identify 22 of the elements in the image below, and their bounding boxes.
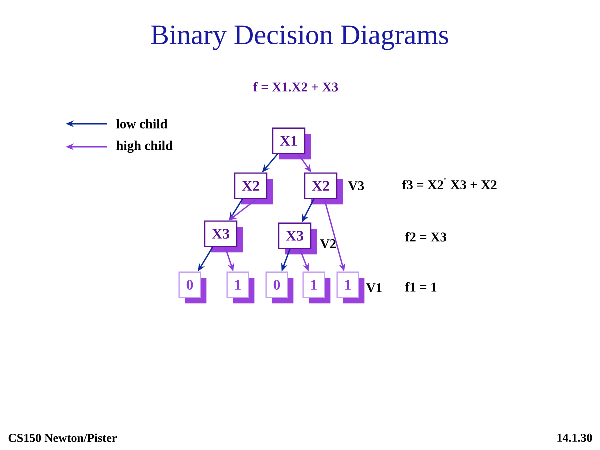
node-label: V2 — [320, 240, 336, 249]
variable-box: X2 — [304, 172, 343, 205]
variable-box: X3 — [204, 220, 243, 253]
variable-box: X3 — [278, 222, 317, 255]
leaf-box: 0 — [266, 272, 294, 304]
leaf-box: 0 — [178, 272, 207, 304]
leaf-box: 1 — [226, 272, 255, 304]
formula-text: f3 = X2$^{'}$ X3 + X2 — [402, 178, 497, 190]
footer-text: CS150 Newton/Pister — [8, 434, 117, 442]
variable-box: X2 — [234, 172, 273, 205]
formula-text: f1 = 1 — [405, 282, 437, 292]
node-label: V3 — [348, 182, 364, 191]
leaf-box: 1 — [302, 272, 331, 304]
page-number: 14.1.30 — [558, 434, 592, 442]
variable-box: X1 — [272, 128, 311, 160]
formula-text: f = X1.X2 + X3 — [254, 82, 338, 92]
leaf-box: 1 — [336, 272, 365, 304]
title: Binary Decision Diagrams — [152, 26, 448, 50]
formula-text: f2 = X3 — [405, 232, 446, 242]
legend-label: high child — [116, 140, 173, 154]
legend-label: low child — [116, 119, 168, 129]
node-label: V1 — [366, 284, 382, 293]
